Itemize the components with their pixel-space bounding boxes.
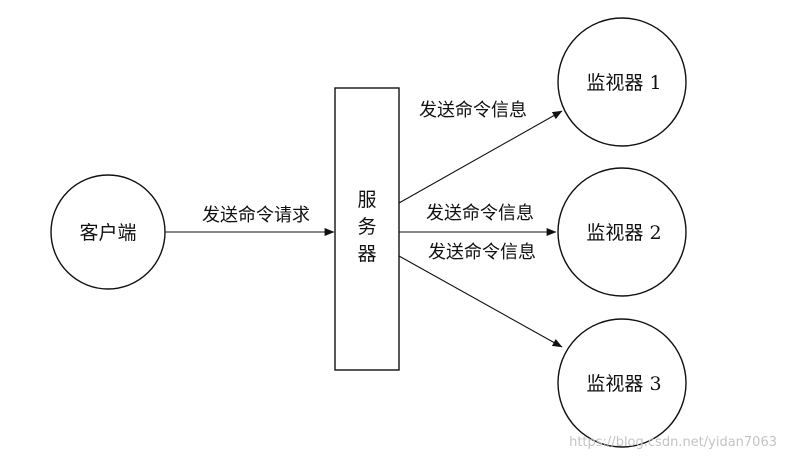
server-node: 服 务 器: [334, 87, 400, 371]
monitor-node-1: 监视器 1: [557, 17, 687, 147]
edge-server-to-monitor-1: 发送命令信息: [398, 100, 563, 204]
monitor-node-3: 监视器 3: [557, 318, 687, 448]
client-label: 客户端: [79, 222, 136, 244]
watermark-text: https://blog.csdn.net/yidan7063: [569, 435, 777, 450]
edge-server-to-monitor-2: 发送命令信息: [399, 203, 557, 236]
server-label-char-3: 器: [357, 243, 376, 265]
client-node: 客户端: [50, 174, 166, 290]
edge-client-to-server: 发送命令请求: [165, 205, 335, 236]
monitor-label-1: 监视器 1: [586, 72, 661, 94]
edge-label-client-to-server: 发送命令请求: [202, 205, 310, 226]
server-label-char-2: 务: [357, 216, 376, 238]
edge-label-server-to-monitor-3: 发送命令信息: [428, 242, 536, 263]
server-label-char-1: 服: [357, 189, 376, 211]
monitor-label-2: 监视器 2: [586, 222, 661, 244]
edge-server-to-monitor-3: 发送命令信息: [398, 242, 563, 348]
edge-label-server-to-monitor-2: 发送命令信息: [426, 203, 534, 224]
monitor-label-3: 监视器 3: [586, 373, 661, 395]
edge-label-server-to-monitor-1: 发送命令信息: [419, 100, 527, 121]
monitor-node-2: 监视器 2: [557, 167, 687, 297]
